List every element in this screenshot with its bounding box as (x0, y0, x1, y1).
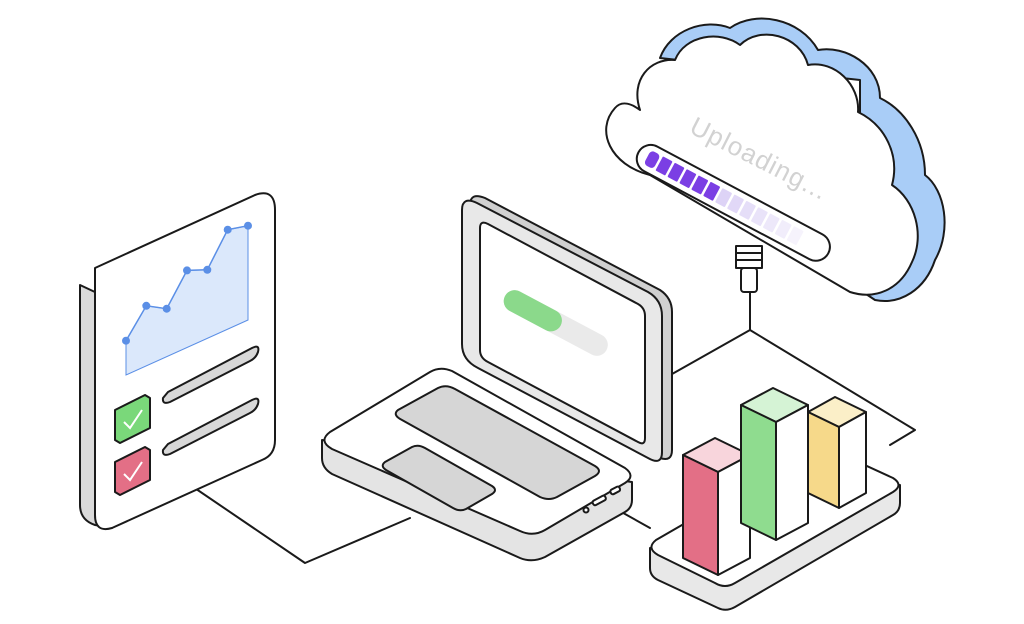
laptop-progress-bar (503, 290, 608, 356)
progress-segment-empty (715, 188, 732, 207)
progress-segment-filled (703, 182, 720, 201)
cloud-body (605, 33, 919, 296)
bar-green (740, 387, 809, 541)
chart-point (162, 304, 171, 313)
progress-segment-filled (691, 175, 709, 195)
chart-point (203, 265, 212, 274)
bar-chart-platform (649, 387, 901, 611)
checkmark-icon (123, 461, 143, 482)
progress-segment-empty (774, 220, 792, 239)
check-row-approved (114, 345, 260, 444)
chart-point (122, 336, 130, 345)
progress-segment-filled (679, 169, 697, 188)
document-line-chart (122, 221, 252, 376)
row-line-placeholder (161, 397, 260, 456)
cloud-connector (735, 245, 763, 293)
chart-point (223, 225, 232, 234)
progress-segment-empty (739, 201, 756, 220)
laptop-keyboard (394, 385, 600, 500)
laptop-ports (582, 485, 622, 514)
progress-segment-filled (644, 151, 660, 168)
cloud: Uploading... (605, 17, 946, 302)
progress-segment-filled (667, 163, 685, 182)
check-row-rejected (114, 397, 260, 496)
upload-progress-segments (644, 151, 804, 245)
bar-yellow (807, 396, 867, 509)
chart-point (183, 266, 191, 275)
chart-points (122, 221, 252, 345)
chart-point (142, 301, 151, 310)
bar-red (682, 437, 751, 576)
report-document (79, 192, 276, 531)
progress-segment-filled (655, 156, 673, 176)
laptop (321, 195, 673, 562)
progress-segment-empty (727, 194, 744, 214)
progress-segment-empty (763, 213, 780, 233)
upload-progress-bar (635, 143, 831, 262)
laptop-touchpad (381, 444, 496, 512)
progress-segment-empty (751, 207, 768, 226)
row-line-placeholder (161, 345, 260, 404)
chart-point (244, 221, 252, 230)
progress-segment-empty (786, 226, 804, 245)
checkmark-icon (123, 409, 143, 430)
